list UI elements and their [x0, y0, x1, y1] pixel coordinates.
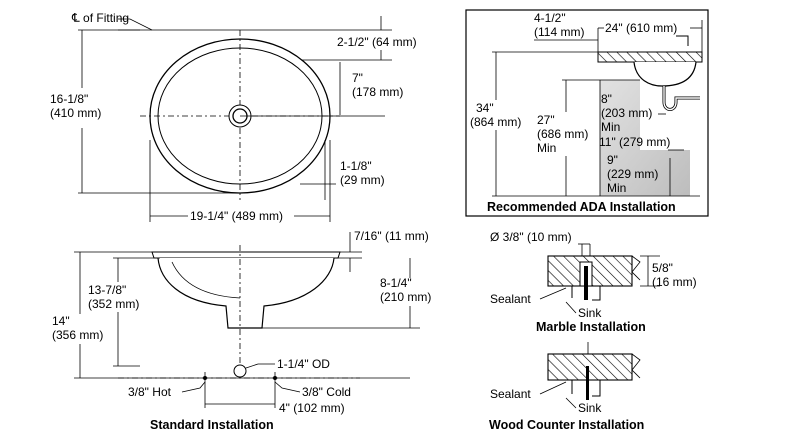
ada-depth-dim: 24" (610 mm): [605, 21, 677, 35]
marble-sealant: Sealant: [490, 292, 531, 306]
hot-label: 3/8" Hot: [128, 385, 172, 399]
wood-caption: Wood Counter Installation: [489, 418, 644, 432]
total-dim-in: 14": [52, 314, 70, 328]
ada-toe-h-mm: (229 mm): [607, 167, 658, 181]
marble-caption: Marble Installation: [536, 320, 646, 334]
marble-thick-in: 5/8": [652, 261, 673, 275]
front-gap-dim: 2-1/2" (64 mm): [337, 35, 417, 49]
ada-toe-min: Min: [601, 120, 620, 134]
side-dim-in: 8-1/4": [380, 276, 412, 290]
ada-view: 4-1/2" (114 mm) 24" (610 mm) 34" (864 mm…: [465, 9, 709, 217]
depth-dim-mm: (410 mm): [50, 106, 101, 120]
depth-dim-in: 16-1/8": [50, 92, 88, 106]
drain-dim-in: 7": [352, 71, 363, 85]
drain-od-label: 1-1/4" OD: [277, 357, 330, 371]
ada-setback-mm: (114 mm): [534, 25, 584, 39]
side-dim-mm: (210 mm): [380, 290, 431, 304]
ada-height-mm: (864 mm): [470, 115, 521, 129]
ada-knee-mm: (686 mm): [537, 127, 588, 141]
drain-dim-mm: (178 mm): [352, 85, 403, 99]
ada-knee-min: Min: [537, 141, 556, 155]
cold-label: 3/8" Cold: [302, 385, 351, 399]
marble-thick-mm: (16 mm): [652, 275, 697, 289]
bowl-dim-in: 13-7/8": [88, 283, 126, 297]
marble-view: Ø 3/8" (10 mm) 5/8" (16 mm) Sealant Sink…: [490, 230, 697, 334]
ada-toe-in: 8": [601, 92, 612, 106]
rim-dim-mm: (29 mm): [340, 173, 385, 187]
standard-caption: Standard Installation: [150, 418, 274, 432]
ada-toe-h-min: Min: [607, 181, 626, 195]
marble-hole-label: Ø 3/8" (10 mm): [490, 230, 572, 244]
marble-sink: Sink: [578, 306, 602, 320]
knee-clearance-area: [600, 80, 690, 196]
plan-view: ℄ of Fitting 2-1/2" (64 mm) 7" (178 mm) …: [50, 11, 417, 223]
wood-view: Sealant Sink Wood Counter Installation: [489, 342, 644, 432]
drain-od-circle: [233, 364, 247, 378]
ada-knee-depth: 11" (279 mm): [599, 135, 670, 149]
width-dim: 19-1/4" (489 mm): [190, 209, 283, 223]
ada-height-in: 34": [476, 101, 494, 115]
rim-dim-in: 1-1/8": [340, 159, 372, 173]
ada-setback-in: 4-1/2": [534, 11, 566, 25]
ada-toe-h-in: 9": [607, 153, 618, 167]
ada-toe-mm: (203 mm): [601, 106, 652, 120]
section-view: 7/16" (11 mm) 8-1/4" (210 mm) 13-7/8" (3…: [52, 229, 431, 432]
ada-knee-in: 27": [537, 113, 555, 127]
rim-thickness-dim: 7/16" (11 mm): [354, 229, 429, 243]
centerline-label: ℄ of Fitting: [71, 11, 129, 25]
wood-sink: Sink: [578, 401, 602, 415]
ada-caption: Recommended ADA Installation: [487, 200, 676, 214]
total-dim-mm: (356 mm): [52, 328, 103, 342]
bowl-dim-mm: (352 mm): [88, 297, 139, 311]
spacing-label: 4" (102 mm): [279, 401, 345, 415]
wood-sealant: Sealant: [490, 387, 531, 401]
sink-section: [157, 257, 335, 329]
